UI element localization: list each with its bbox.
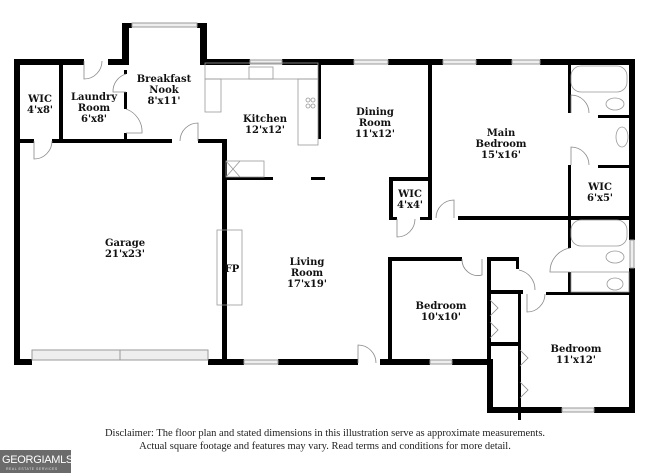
laundry-size: 6'x8' [81, 114, 107, 125]
wic1-size: 4'x8' [27, 105, 53, 116]
windows [31, 22, 635, 413]
nook-size: 8'x11' [148, 96, 181, 107]
fireplace-label: FP [225, 264, 240, 275]
living-name1: Living [290, 257, 325, 268]
wic1-name: WIC [27, 94, 52, 105]
nook-name1: Breakfast [137, 74, 192, 85]
bedroom2-size: 10'x10' [421, 312, 461, 323]
laundry-name2: Room [78, 103, 111, 114]
living-name2: Room [291, 268, 324, 279]
disclaimer: Disclaimer: The floor plan and stated di… [0, 427, 650, 453]
logo-subtext: REAL ESTATE SERVICES [6, 467, 58, 471]
main-bedroom-name2: Bedroom [476, 139, 527, 150]
logo-text: GEORGIAMLS [2, 454, 73, 466]
garage-name: Garage [105, 238, 145, 249]
disclaimer-line-2: Actual square footage and features may v… [139, 441, 511, 452]
wic3-name: WIC [587, 182, 612, 193]
bedroom3-name: Bedroom [551, 344, 602, 355]
wic2-name: WIC [397, 189, 422, 200]
dining-name2: Room [359, 118, 392, 129]
main-bedroom-size: 15'x16' [481, 150, 521, 161]
dining-name1: Dining [356, 107, 394, 118]
living-size: 17'x19' [287, 279, 327, 290]
main-bedroom-name1: Main [487, 128, 516, 139]
laundry-name1: Laundry [71, 92, 118, 103]
dining-size: 11'x12' [355, 129, 395, 140]
bedroom3-size: 11'x12' [556, 355, 596, 366]
doors [33, 60, 590, 399]
bedroom2-name: Bedroom [416, 301, 467, 312]
nook-name2: Nook [149, 85, 179, 96]
kitchen-size: 12'x12' [245, 125, 285, 136]
fixtures [204, 62, 630, 306]
georgia-mls-logo: GEORGIAMLS REAL ESTATE SERVICES [0, 450, 73, 473]
kitchen-name: Kitchen [243, 114, 288, 125]
walls [14, 23, 635, 420]
garage-size: 21'x23' [105, 249, 145, 260]
room-labels: WIC 4'x8' Laundry Room 6'x8' Breakfast N… [27, 74, 613, 366]
wic2-size: 4'x4' [397, 200, 423, 211]
disclaimer-line-1: Disclaimer: The floor plan and stated di… [104, 428, 546, 439]
wic3-size: 6'x5' [587, 193, 613, 204]
